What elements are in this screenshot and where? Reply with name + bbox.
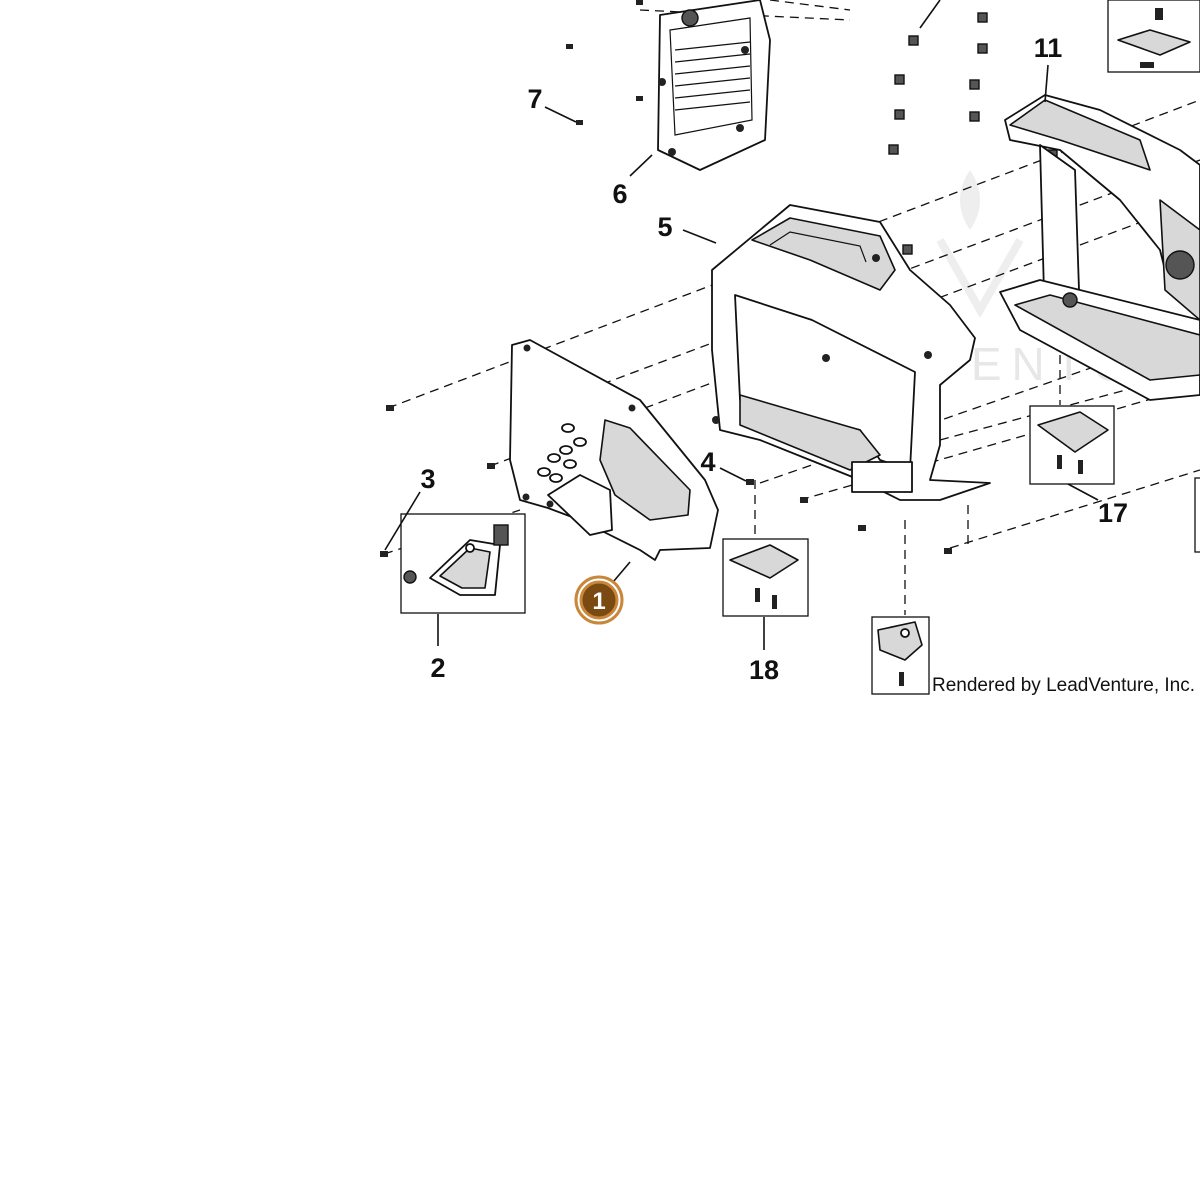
credit-text: Rendered by LeadVenture, Inc. [932,675,1195,696]
top-right-part-box[interactable] [1107,0,1200,73]
part-6-fasteners [566,0,643,125]
part-17-box[interactable] [1029,405,1115,485]
part-2-box[interactable] [400,513,526,614]
nut-fasteners [888,12,1058,255]
leader-lines [384,0,1099,650]
part-1-side-cover[interactable] [509,339,719,561]
callout-3: 3 [420,464,435,494]
callout-18: 18 [749,655,779,685]
part-11-rear-frame[interactable] [1004,94,1200,341]
callout-2: 2 [430,653,445,683]
callout-1: 1 [592,588,605,615]
callout-5: 5 [657,212,672,242]
part-18-box[interactable] [722,538,809,617]
callout-1-highlight[interactable]: 1 [574,575,624,625]
part-6-front-panel[interactable] [657,0,771,171]
callout-labels: 7 6 5 11 3 4 17 2 18 [420,33,1128,685]
callout-11: 11 [1034,33,1063,63]
foot-part-box[interactable] [871,616,930,695]
cover-vent-slots [537,423,587,483]
callout-6: 6 [612,179,627,209]
callout-17: 17 [1098,498,1128,528]
side-fasteners [380,405,952,557]
callout-7: 7 [527,84,542,114]
part-5-main-housing[interactable] [711,204,991,501]
right-floor-tray [999,279,1200,401]
right-edge-part-box [1194,477,1200,553]
callout-4: 4 [700,447,715,477]
